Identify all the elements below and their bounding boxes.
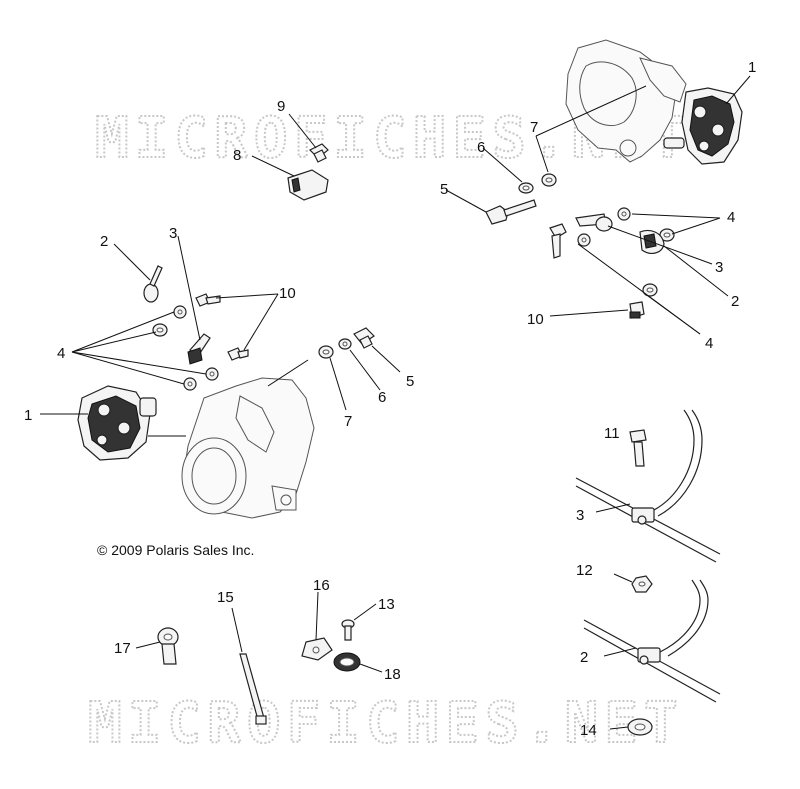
brake-line-fitting-3-left [187, 333, 211, 365]
callout-2-left: 2 [100, 233, 108, 250]
callout-8: 8 [233, 147, 241, 164]
bolt-10-left-a [195, 293, 221, 307]
callout-5-upper: 5 [440, 181, 448, 198]
bolt-9 [308, 143, 329, 163]
watermark-bottom: MICROFICHES.NET [88, 691, 684, 756]
banjo-fitting-2-left [143, 265, 163, 303]
bracket-8 [287, 169, 329, 201]
callout-3-cable: 3 [576, 507, 584, 524]
grommet-14 [627, 718, 653, 736]
bolt-10-upper-a [549, 223, 567, 259]
callout-17: 17 [114, 640, 131, 657]
callout-10-upper: 10 [527, 311, 544, 328]
callout-5-left: 5 [406, 373, 414, 390]
clamp-18 [333, 652, 361, 672]
callout-16: 16 [313, 577, 330, 594]
callout-4-upper: 4 [727, 209, 735, 226]
callout-18: 18 [384, 666, 401, 683]
callout-13: 13 [378, 596, 395, 613]
callout-3-upper: 3 [715, 259, 723, 276]
callout-10-left: 10 [279, 285, 296, 302]
washer-4-left-b [152, 323, 168, 337]
washer-4-upper-d [642, 283, 658, 297]
knuckle-lower-left [181, 377, 315, 519]
clip-17 [157, 627, 179, 665]
washer-4-left-c [205, 367, 219, 381]
callout-14: 14 [580, 722, 597, 739]
callout-7-left: 7 [344, 413, 352, 430]
bolt-5-upper [485, 199, 537, 225]
callout-6-left: 6 [378, 389, 386, 406]
brake-line-assembly-3 [575, 409, 721, 563]
screw-13 [341, 619, 355, 641]
washer-4-left-d [183, 377, 197, 391]
callout-15: 15 [217, 589, 234, 606]
callout-3-left: 3 [169, 225, 177, 242]
callout-7-upper: 7 [530, 119, 538, 136]
callout-4-left: 4 [57, 345, 65, 362]
callout-11: 11 [604, 425, 620, 442]
bolt-10-left-b [227, 347, 249, 361]
copyright-notice: © 2009 Polaris Sales Inc. [97, 542, 254, 558]
callout-1-upper: 1 [748, 59, 756, 76]
washer-4-upper-a [617, 207, 631, 221]
bolt-5-left [353, 327, 375, 349]
brake-caliper-lower [77, 385, 157, 461]
callout-12: 12 [576, 562, 593, 579]
leader-lines [40, 75, 751, 730]
washer-4-upper-c [577, 233, 591, 247]
callout-1-left: 1 [24, 407, 32, 424]
washer-6-upper [518, 182, 534, 194]
brake-caliper-upper [663, 87, 743, 165]
bolt-10-upper-b [629, 301, 645, 319]
washer-4-left-a [173, 305, 187, 319]
brake-line-assembly-2 [583, 579, 721, 703]
callout-2-cable: 2 [580, 649, 588, 666]
clip-16 [301, 637, 333, 661]
nut-12 [631, 575, 653, 593]
callout-2-upper: 2 [731, 293, 739, 310]
callout-6-upper: 6 [477, 139, 485, 156]
washer-6-left [338, 338, 352, 350]
callout-4-upper-lower: 4 [705, 335, 713, 352]
washer-7-upper [541, 173, 557, 187]
cable-tie-15 [239, 653, 267, 725]
washer-7-left [318, 345, 334, 359]
brake-line-fitting-3-upper [575, 213, 613, 232]
bolt-11 [629, 429, 647, 467]
callout-9: 9 [277, 98, 285, 115]
